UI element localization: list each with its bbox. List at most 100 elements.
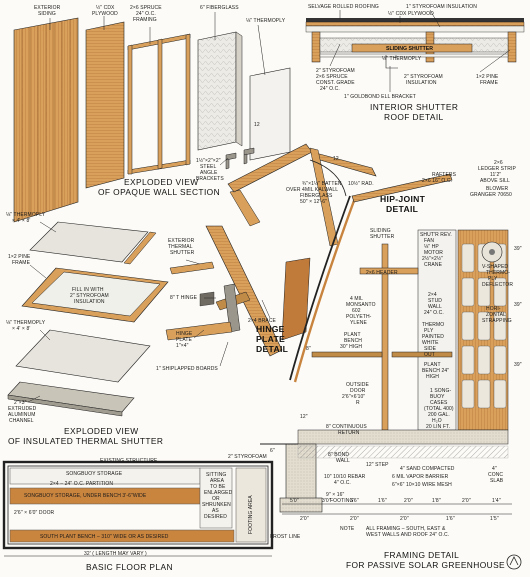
label-wall-thermoply: ⅛" THERMOPLY bbox=[246, 18, 286, 24]
label-dim-39-c: 39" bbox=[514, 362, 522, 368]
plan-songbuoy-storage: SONGBUOY STORAGE bbox=[66, 471, 123, 477]
label-roof-cdx: ½" CDX PLYWOOD bbox=[388, 10, 434, 17]
artist-mark-icon bbox=[506, 554, 522, 570]
basic-floor-plan: EXISTING STRUCTURE 2" STYROFOAM SONGBUOY… bbox=[2, 454, 274, 572]
interior-shutter-roof-detail: SELVAGE ROLLED ROOFING 1" STYROFOAM INSU… bbox=[305, 4, 525, 122]
label-shutter-thermoply-2: ⅛" THERMOPLY× 4' × 8' bbox=[6, 320, 46, 332]
label-roof-thermoply: ⅛" THERMOPLY bbox=[382, 56, 422, 62]
label-frost-line: FROST LINE bbox=[270, 534, 301, 540]
label-vapor-barrier: 6 MIL VAPOR BARRIER bbox=[392, 474, 449, 480]
plan-door: 2'6" × 6'0" DOOR bbox=[14, 510, 55, 516]
label-dim-6: 6" bbox=[270, 448, 275, 454]
label-dim-8: 8" bbox=[306, 346, 311, 352]
label-dim-12-b: 12 bbox=[333, 156, 339, 162]
svg-text:2'0": 2'0" bbox=[462, 498, 471, 504]
plan-existing-structure: EXISTING STRUCTURE bbox=[100, 458, 158, 464]
label-shutter-thermoply-1: ⅛" THERMOPLY× 4' × 8' bbox=[6, 212, 46, 224]
label-wire-mesh: 6"×6" 10×10 WIRE MESH bbox=[392, 482, 452, 488]
svg-text:1'5": 1'5" bbox=[490, 516, 499, 522]
svg-text:3'6": 3'6" bbox=[350, 498, 359, 504]
bottom-dimensions: 5'0" 3'0" 3'6" 1'6" 2'0" 1'8" 2'0" 1'4" … bbox=[282, 498, 512, 522]
label-sand: 4" SAND COMPACTED bbox=[400, 466, 455, 472]
label-shiplapped-boards: 1" SHIPLAPPED BOARDS bbox=[156, 366, 218, 372]
label-footing: 9" × 16"FOOTING bbox=[326, 492, 353, 504]
svg-text:1'4": 1'4" bbox=[492, 498, 501, 504]
svg-text:1'6": 1'6" bbox=[378, 498, 387, 504]
svg-text:2'0": 2'0" bbox=[404, 498, 413, 504]
label-header: 2×6 HEADER bbox=[366, 270, 398, 276]
svg-text:5'0": 5'0" bbox=[290, 498, 299, 504]
plan-partition: 2×4 – 24" O.C. PARTITION bbox=[50, 481, 113, 487]
plan-south-bench: SOUTH PLANT BENCH – 310" WIDE OR AS DESI… bbox=[40, 534, 169, 540]
svg-text:2'0": 2'0" bbox=[350, 516, 359, 522]
label-dim-39-b: 39" bbox=[514, 302, 522, 308]
svg-text:2'0": 2'0" bbox=[300, 516, 309, 522]
label-styrofoam-top: 1" STYROFOAM INSULATION bbox=[406, 4, 477, 10]
floor-plan-title: BASIC FLOOR PLAN bbox=[86, 562, 173, 572]
svg-text:1'6": 1'6" bbox=[446, 516, 455, 522]
plan-footing-area: FOOTING AREA bbox=[248, 495, 254, 534]
plan-storage-under-bench: SONGBUOY STORAGE, UNDER BENCH 3'-6"WIDE bbox=[24, 493, 147, 499]
label-fiberglass: 6" FIBERGLASS bbox=[200, 5, 239, 11]
label-dim-12-c: 12" bbox=[300, 414, 308, 420]
label-brace: 2×4 BRACE bbox=[248, 318, 277, 324]
label-roof-styrofoam: 2" STYROFOAM bbox=[316, 68, 355, 74]
label-ell-bracket: 1" GOLDBOND ELL BRACKET bbox=[344, 94, 416, 100]
svg-text:3'0": 3'0" bbox=[322, 498, 331, 504]
plan-length: 32' ( LENGTH MAY VARY ) bbox=[84, 551, 147, 557]
label-t-hinge: 8" T HINGE bbox=[170, 295, 198, 301]
plan-styrofoam: 2" STYROFOAM bbox=[228, 454, 267, 460]
label-dim-39-a: 39" bbox=[514, 246, 522, 252]
svg-text:1'8": 1'8" bbox=[432, 498, 441, 504]
label-step: 12" STEP bbox=[366, 462, 389, 468]
label-selvage-roofing: SELVAGE ROLLED ROOFING bbox=[308, 4, 379, 10]
svg-text:2'0": 2'0" bbox=[400, 516, 409, 522]
label-dim-12-a: 12 bbox=[254, 122, 260, 128]
